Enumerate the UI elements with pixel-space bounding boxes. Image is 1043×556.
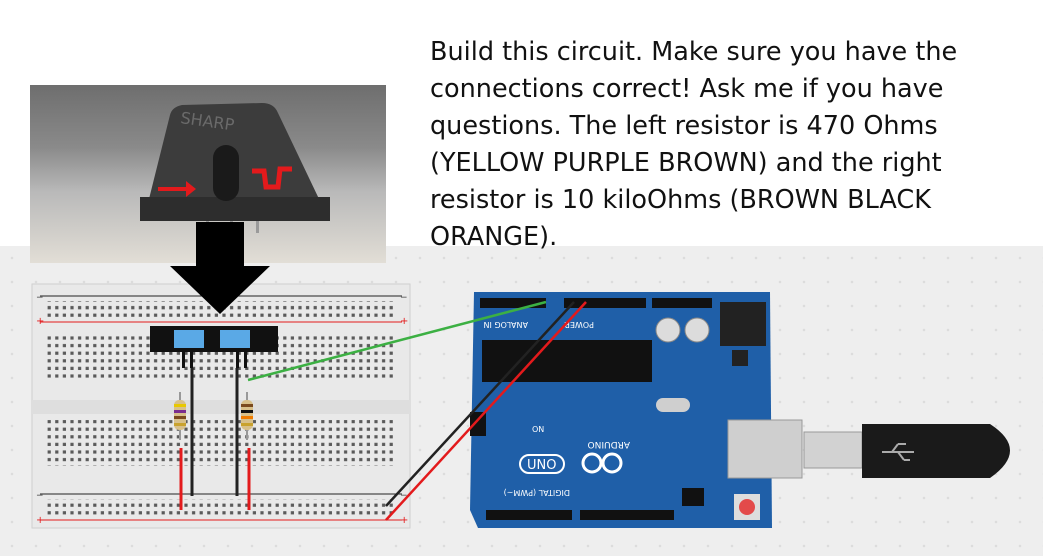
- capacitor: [655, 317, 681, 343]
- crystal: [656, 398, 690, 412]
- power-jack: [720, 302, 766, 346]
- usb-plug-body: [862, 424, 1010, 478]
- icsp-header-2: [682, 488, 704, 506]
- power-header: [564, 298, 646, 308]
- uno-label: UNO: [527, 458, 556, 473]
- digital-header-high: [580, 510, 674, 520]
- sensor-pin: [256, 221, 259, 233]
- icsp-header: [470, 412, 486, 436]
- usb-port: [727, 419, 803, 479]
- uno-badge: [519, 454, 565, 474]
- microcontroller-chip: [482, 340, 652, 382]
- instructions-text: Build this circuit. Make sure you have t…: [430, 37, 958, 252]
- svg-text:+: +: [400, 316, 408, 327]
- arduino-logo-icon: [581, 452, 623, 474]
- power-rail-holes: [46, 499, 396, 508]
- usb-cable: [803, 424, 1010, 478]
- sensor-photo: SHARP: [30, 85, 386, 263]
- arduino-brand-label: ARDUINO: [588, 439, 630, 449]
- breadboard: − + − + − + − +: [31, 283, 411, 529]
- arduino-board: ANALOG IN POWER UNO ARDUINO ON DIGITAL (…: [470, 292, 803, 528]
- usb-plug-metal: [803, 431, 863, 469]
- svg-text:−: −: [36, 491, 44, 501]
- resistor-470-ohm: [174, 392, 186, 440]
- svg-text:−: −: [400, 293, 408, 303]
- on-led-label: ON: [532, 425, 544, 434]
- power-rail-holes: [46, 507, 396, 516]
- wire-green-signal: [247, 300, 547, 382]
- analog-header: [480, 298, 546, 308]
- resistor-10k-ohm: [241, 392, 253, 440]
- terminal-strip-bottom: [46, 420, 396, 466]
- reset-button-cap: [739, 499, 755, 515]
- power-rail-holes: [46, 309, 396, 318]
- svg-text:+: +: [400, 515, 408, 526]
- power-header-label: POWER: [564, 320, 594, 329]
- svg-text:−: −: [400, 491, 408, 501]
- capacitor: [684, 317, 710, 343]
- sensor-photo-drawing: SHARP: [140, 103, 330, 233]
- voltage-regulator: [732, 350, 748, 366]
- down-arrow-icon: [170, 222, 270, 314]
- wire-black-gnd: [385, 301, 575, 507]
- svg-text:−: −: [36, 293, 44, 303]
- wire-red-5v: [385, 301, 587, 521]
- ioref-header: [652, 298, 712, 308]
- digital-header-low: [486, 510, 572, 520]
- center-channel: [32, 400, 410, 414]
- sensor-base: [140, 197, 330, 221]
- svg-text:+: +: [36, 316, 44, 327]
- usb-icon: [882, 443, 914, 461]
- digital-header-label: DIGITAL (PWM~): [504, 488, 570, 497]
- sensor-slot: [213, 145, 239, 201]
- analog-header-label: ANALOG IN: [484, 320, 529, 329]
- detector-marker-icon: [252, 166, 292, 190]
- ir-sensor-component: [150, 326, 278, 368]
- emitter-marker-icon: [158, 181, 196, 197]
- svg-text:+: +: [36, 515, 44, 526]
